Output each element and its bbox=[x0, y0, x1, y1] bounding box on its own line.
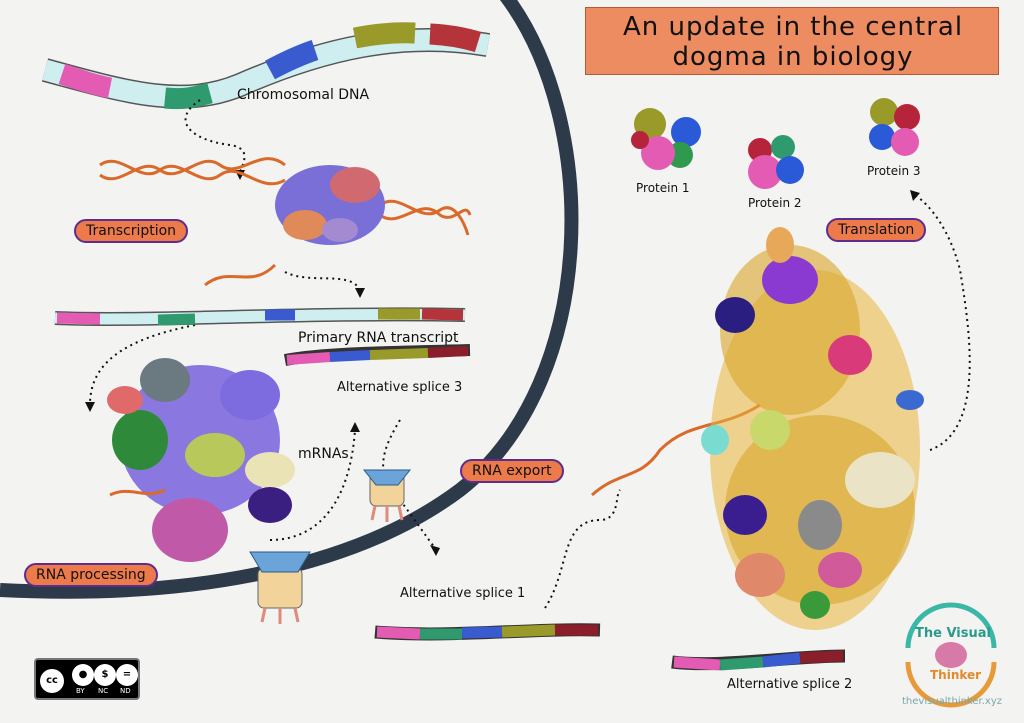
arrow-transcription-to-rna bbox=[284, 271, 361, 291]
label-alternative-splice-3: Alternative splice 3 bbox=[337, 380, 463, 395]
visual-thinker-logo bbox=[905, 602, 997, 708]
label-protein-3: Protein 3 bbox=[867, 164, 921, 178]
nc-label: NC bbox=[98, 687, 109, 695]
stage-transcription: Transcription bbox=[74, 219, 189, 243]
cc-license-badge: cc ● $ = BY NC ND bbox=[34, 658, 140, 700]
arrow-rna-to-processing bbox=[89, 324, 196, 406]
spliceosome bbox=[107, 358, 295, 562]
nd-icon: = bbox=[116, 664, 138, 686]
nuclear-pore-1 bbox=[362, 469, 412, 522]
arrow-pore-to-outside bbox=[399, 499, 436, 549]
by-label: BY bbox=[76, 687, 85, 695]
title-box: An update in the central dogma in biolog… bbox=[585, 7, 999, 75]
logo-line-2: Thinker bbox=[930, 668, 982, 682]
alternative-splice-1-strand bbox=[374, 623, 601, 641]
arrow-splice1-to-ribosome bbox=[544, 489, 621, 609]
logo-url: thevisualthinker.xyz bbox=[902, 696, 1002, 707]
nucleus-membrane bbox=[0, 0, 579, 599]
cc-icon: cc bbox=[40, 669, 64, 693]
rna-polymerase bbox=[275, 165, 385, 245]
protein-3-structure bbox=[869, 98, 920, 156]
nuclear-pore-2 bbox=[249, 551, 311, 624]
label-mrnas: mRNAs bbox=[298, 446, 349, 462]
label-alternative-splice-2: Alternative splice 2 bbox=[727, 677, 853, 692]
logo-line-1: The Visual bbox=[915, 626, 991, 641]
nc-icon: $ bbox=[94, 664, 116, 686]
nd-label: ND bbox=[120, 687, 131, 695]
alternative-splice-3-strand bbox=[283, 344, 471, 366]
label-protein-2: Protein 2 bbox=[748, 196, 802, 210]
protein-1-structure bbox=[631, 108, 701, 170]
stage-rna-processing: RNA processing bbox=[24, 563, 158, 587]
label-protein-1: Protein 1 bbox=[636, 181, 690, 195]
label-chromosomal-dna: Chromosomal DNA bbox=[237, 87, 370, 103]
ribosome bbox=[701, 227, 924, 630]
arrow-ribosome-to-protein3 bbox=[914, 194, 971, 451]
arrow-dna-to-transcription bbox=[184, 99, 246, 173]
by-icon: ● bbox=[72, 664, 94, 686]
label-primary-rna-transcript: Primary RNA transcript bbox=[298, 330, 459, 346]
protein-2-structure bbox=[748, 135, 804, 189]
dna-double-helix bbox=[99, 157, 472, 287]
arrow-splice3-to-pore bbox=[382, 419, 401, 481]
stage-translation: Translation bbox=[826, 218, 927, 242]
stage-rna-export: RNA export bbox=[460, 459, 564, 483]
page-title: An update in the central dogma in biolog… bbox=[622, 12, 964, 72]
alternative-splice-2-strand bbox=[671, 649, 846, 671]
chromosomal-dna-strand bbox=[41, 22, 491, 110]
label-alternative-splice-1: Alternative splice 1 bbox=[400, 586, 526, 601]
primary-rna-transcript-strand bbox=[54, 307, 466, 326]
